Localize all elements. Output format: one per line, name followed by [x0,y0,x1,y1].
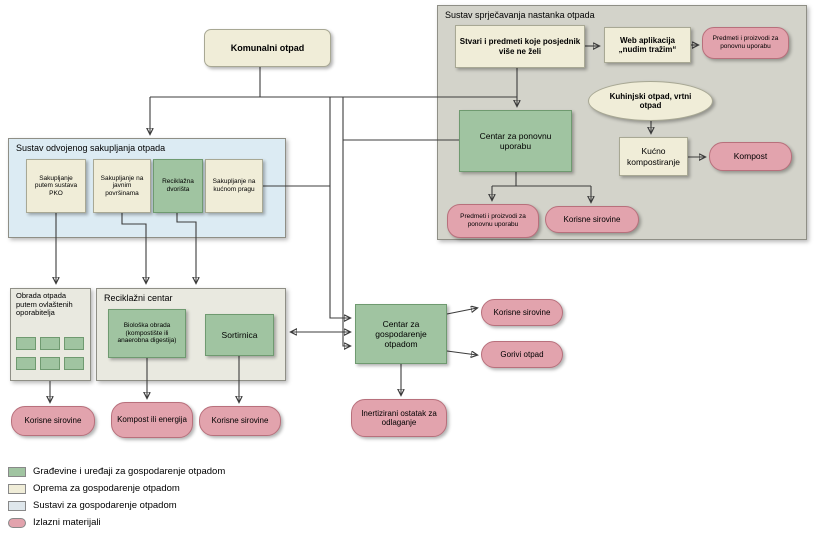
treatment-unit-cell [64,337,84,350]
node-useful-materials-right: Korisne sirovine [481,299,563,326]
container-separate-collection-title: Sustav odvojenog sakupljanja otpada [16,143,166,153]
legend-label: Oprema za gospodarenje otpadom [33,483,180,494]
node-unwanted-items: Stvari i predmeti koje posjednik više ne… [455,25,585,68]
treatment-unit-cell [64,357,84,370]
legend-swatch-facilities [8,466,26,477]
legend-item-facilities: Građevine i uređaji za gospodarenje otpa… [8,466,225,477]
node-compost-or-energy: Kompost ili energija [111,402,193,438]
node-kitchen-garden-waste: Kuhinjski otpad, vrtni otpad [588,81,713,121]
flow-arrow [446,308,477,315]
legend-swatch-systems [8,500,26,511]
node-municipal-waste: Komunalni otpad [204,29,331,67]
node-reuse-products-bottom: Predmeti i proizvodi za ponovnu uporabu [447,204,539,238]
legend-label: Izlazni materijali [33,517,101,528]
legend-label: Građevine i uređaji za gospodarenje otpa… [33,466,226,477]
legend-item-outputs: Izlazni materijali [8,517,101,528]
node-web-application: Web aplikacija „nudim tražim“ [604,27,691,63]
node-collection-pko: Sakupljanje putem sustava PKO [26,159,86,213]
legend-item-equipment: Oprema za gospodarenje otpadom [8,483,180,494]
treatment-unit-cell [16,337,36,350]
node-home-composting: Kućno kompostiranje [619,137,688,176]
node-useful-materials-left: Korisne sirovine [11,406,95,436]
flow-arrow [342,97,350,346]
node-useful-materials-mid: Korisne sirovine [199,406,281,436]
node-collection-public-areas: Sakupljanje na javnim površinama [93,159,151,213]
flow-arrow [446,350,477,355]
container-recycling-center-title: Reciklažni centar [104,293,173,303]
legend-item-systems: Sustavi za gospodarenje otpadom [8,500,177,511]
node-useful-materials-prevention: Korisne sirovine [545,206,639,233]
node-waste-management-center: Centar za gospodarenje otpadom [355,304,447,364]
container-prevention-title: Sustav sprječavanja nastanka otpada [445,10,595,20]
node-fuel-waste: Gorivi otpad [481,341,563,368]
node-reuse-center: Centar za ponovnu uporabu [459,110,572,172]
treatment-unit-cell [40,357,60,370]
node-compost-output: Kompost [709,142,792,171]
node-sorting-facility: Sortirnica [205,314,274,356]
legend-swatch-equipment [8,483,26,494]
container-authorized-treatment-title: Obrada otpada putem ovlaštenih oporabite… [16,291,73,318]
node-recycling-yards: Reciklažna dvorišta [153,159,203,213]
treatment-unit-cell [16,357,36,370]
node-biological-treatment: Biološka obrada (kompostište ili anaerob… [108,309,186,358]
node-reuse-products-top: Predmeti i proizvodi za ponovnu uporabu [702,27,789,59]
legend-label: Sustavi za gospodarenje otpadom [33,500,177,511]
node-inert-residue-disposal: Inertizirani ostatak za odlaganje [351,399,447,437]
treatment-unit-cell [40,337,60,350]
node-doorstep-collection: Sakupljanje na kućnom pragu [205,159,263,213]
flow-arrow [329,97,350,318]
legend-swatch-outputs [8,517,26,528]
